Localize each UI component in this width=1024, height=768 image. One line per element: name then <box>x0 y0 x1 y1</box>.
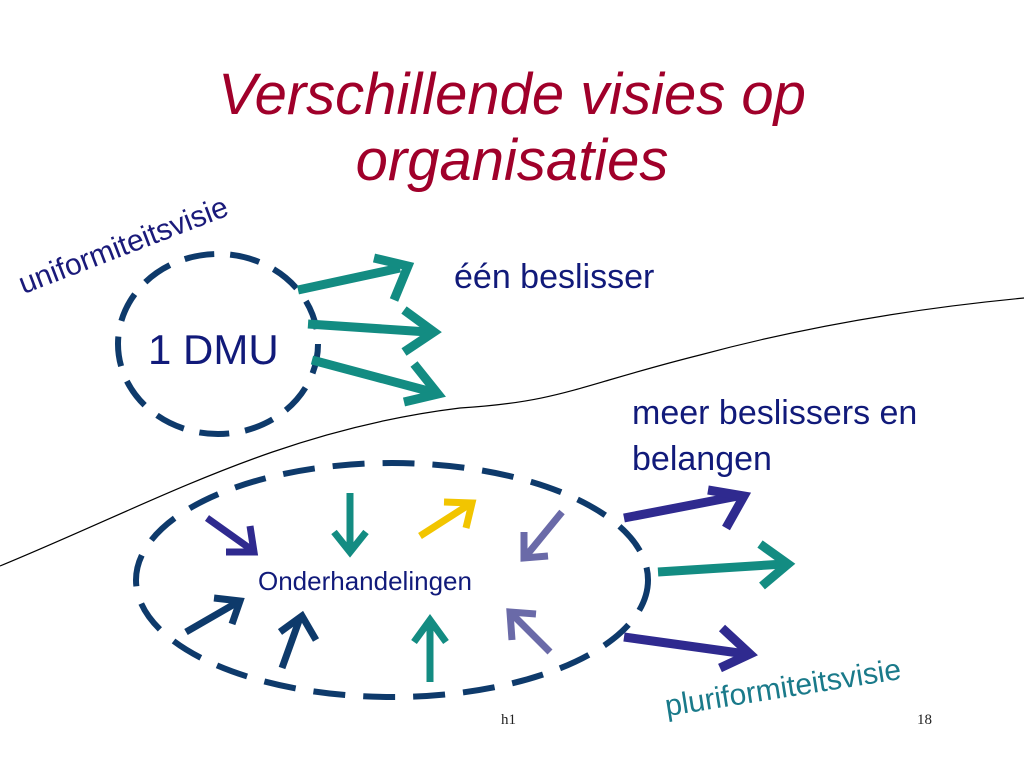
arrow-in-purple-topleft <box>204 515 259 556</box>
arrow-out-purple-bottom <box>623 624 758 673</box>
negotiation-dashed-ellipse <box>133 460 651 700</box>
arrow-up-navy-center <box>277 610 320 670</box>
arrow-out-gold <box>418 498 477 539</box>
arrow-top-2 <box>307 306 442 356</box>
title-line-2: organisaties <box>355 128 669 193</box>
dmu-dashed-circle <box>115 251 321 437</box>
arrow-top-3 <box>310 355 446 407</box>
footer-left: h1 <box>501 712 516 728</box>
more-deciders-line-2: belangen <box>632 440 772 478</box>
arrow-top-1 <box>297 253 415 302</box>
slide-number: 18 <box>917 712 932 728</box>
more-deciders-line-1: meer beslissers en <box>632 394 918 432</box>
arrow-up-teal-center <box>411 614 449 682</box>
one-decider-label: één beslisser <box>454 258 655 296</box>
arrow-out-teal-middle <box>657 540 796 590</box>
page-title: Verschillende visies op organisaties <box>0 62 1024 194</box>
arrow-up-navy-left <box>184 594 245 636</box>
arrow-out-purple-top <box>623 485 752 531</box>
negotiations-label: Onderhandelingen <box>258 566 472 596</box>
arrow-in-teal-top <box>331 493 369 558</box>
arrow-in-lavender-bottomright <box>506 608 553 655</box>
dmu-label: 1 DMU <box>148 326 279 373</box>
title-line-1: Verschillende visies op <box>218 62 806 127</box>
divider-curve <box>0 297 1024 567</box>
more-deciders-label: meer beslissers en belangen <box>632 390 917 482</box>
arrow-in-lavender-topright <box>520 509 565 562</box>
